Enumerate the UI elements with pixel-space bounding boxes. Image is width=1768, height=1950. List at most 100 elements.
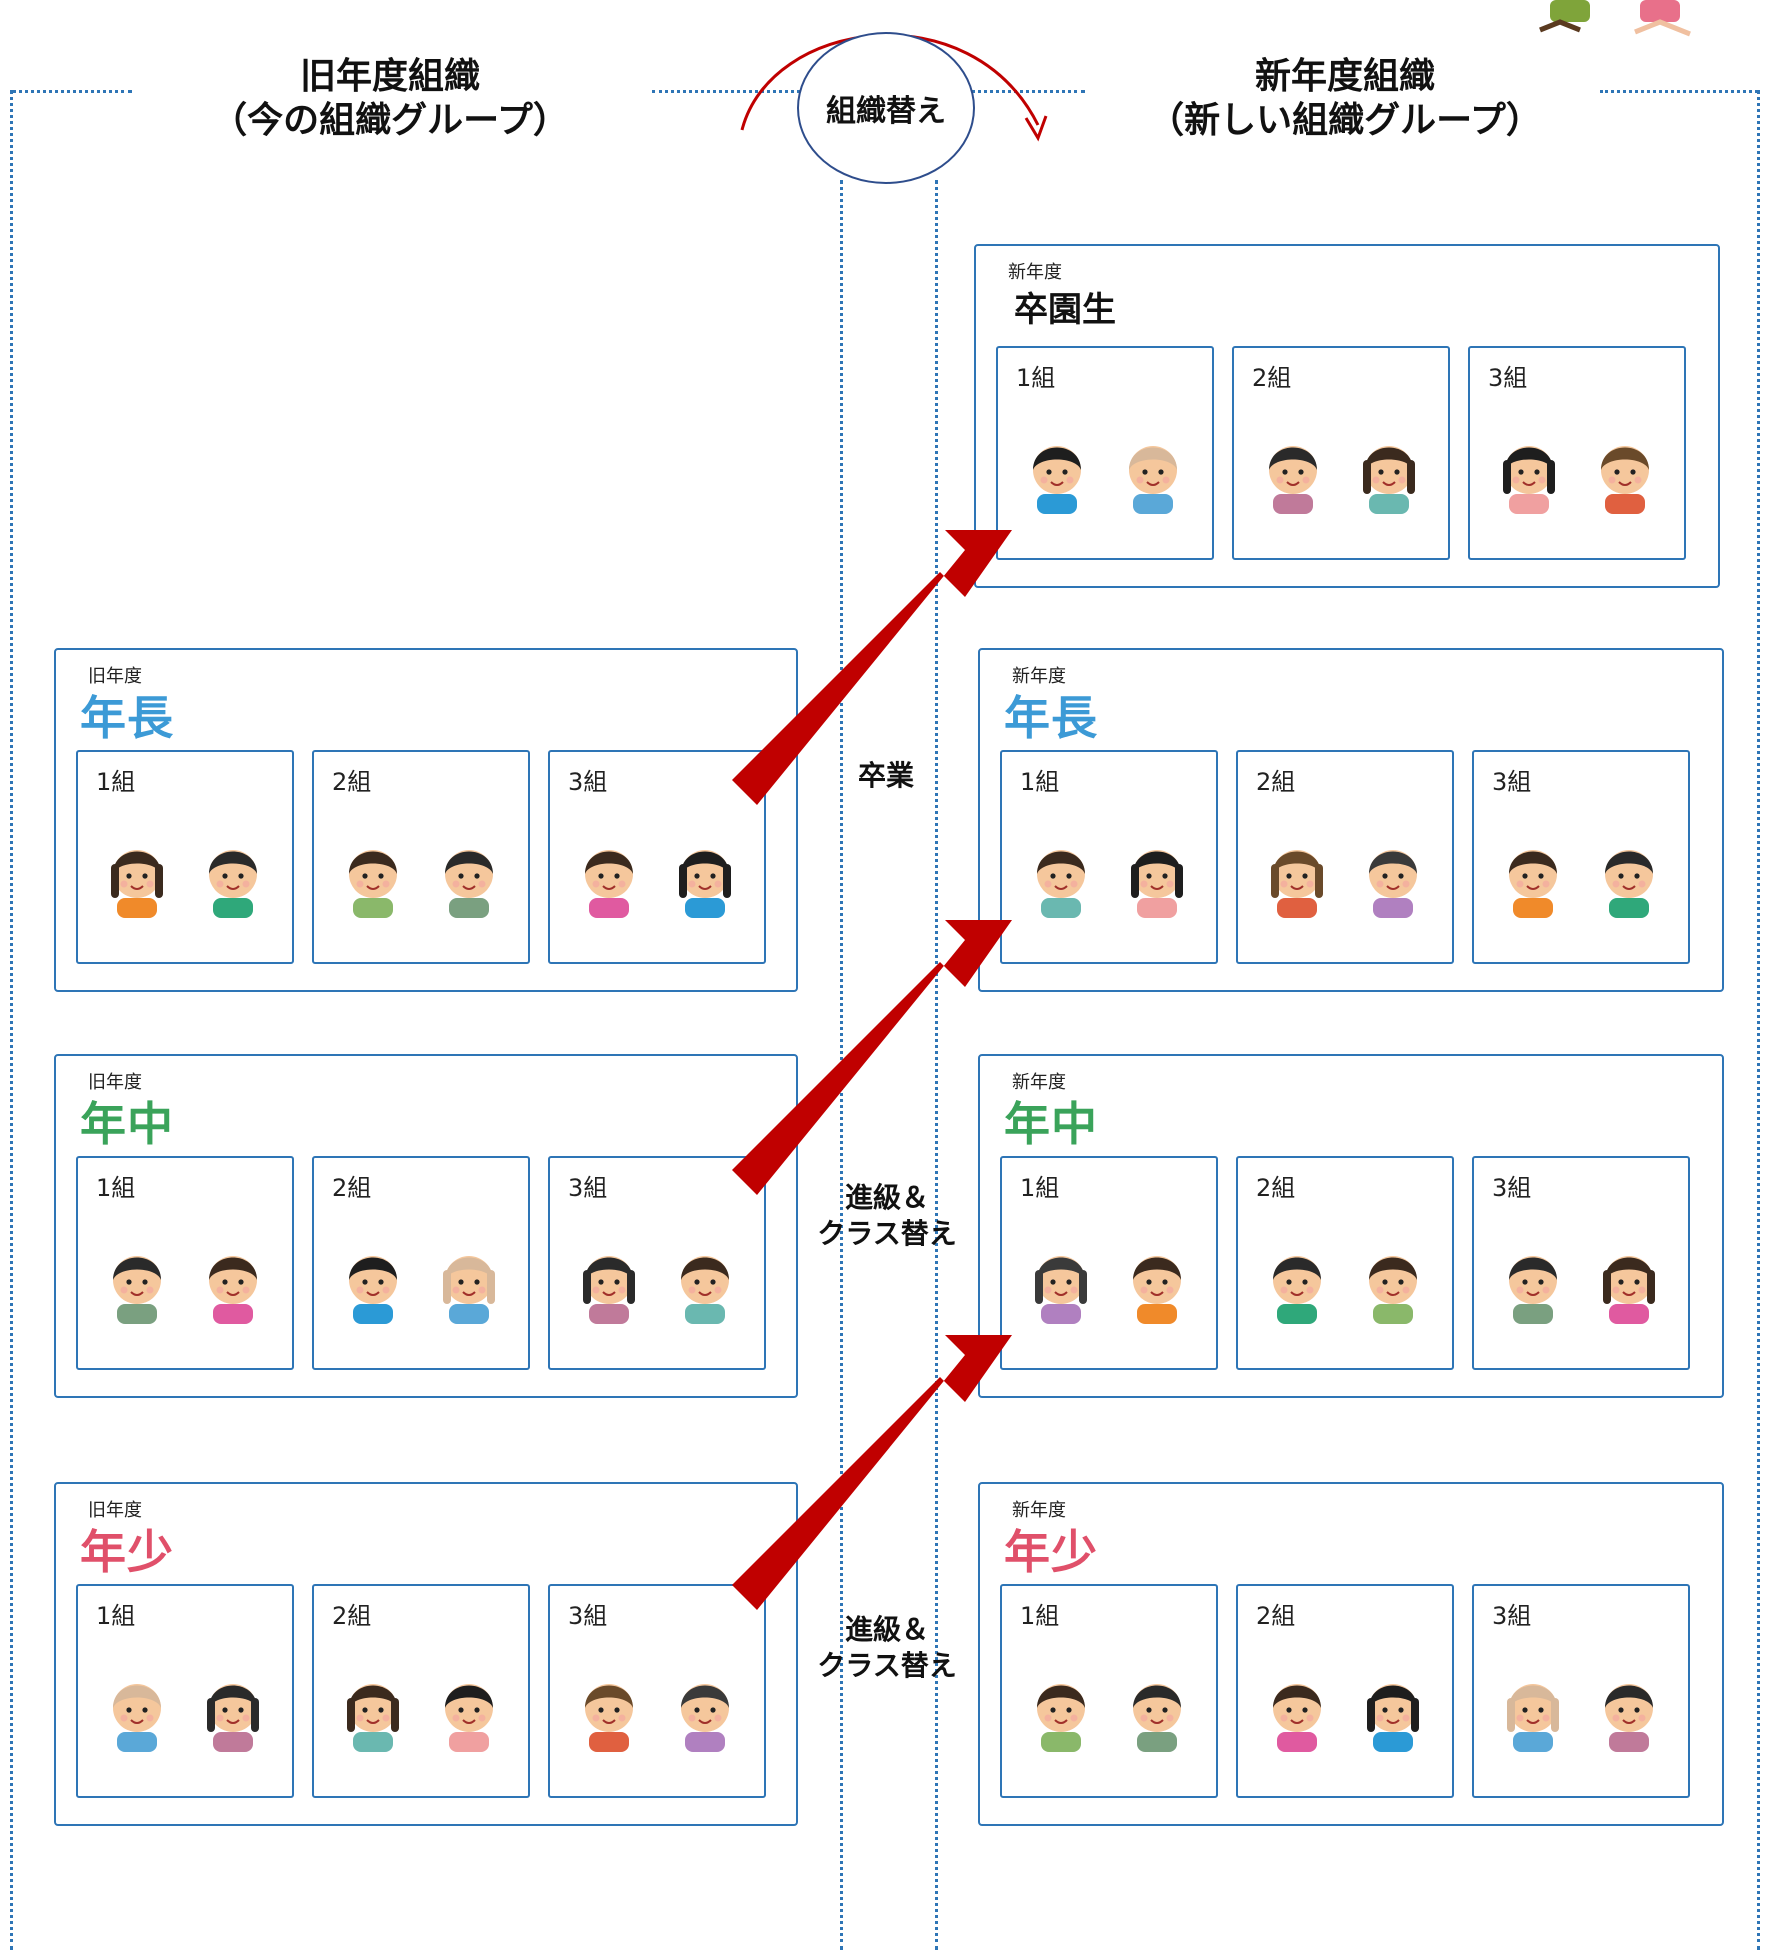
new-group-3-prefix: 新年度 — [1012, 1500, 1066, 1521]
new-group-3: 新年度年少 1組 2組 3組 — [978, 1482, 1724, 1826]
child-avatar — [340, 1664, 406, 1754]
old-group-1-class-2-label: 2組 — [332, 1174, 372, 1202]
child-avatar — [1120, 426, 1186, 516]
new-group-2-class-2-label: 2組 — [1256, 1174, 1296, 1202]
child-avatar — [436, 1236, 502, 1326]
child-avatar — [340, 830, 406, 920]
old-group-2-name: 年少 — [80, 1525, 174, 1579]
new-frame-top-right — [1600, 90, 1758, 93]
old-group-0-class-2: 2組 — [312, 750, 530, 964]
new-org-title-line2: （新しい組織グループ） — [1148, 100, 1542, 141]
promote-label-1: 進級＆ クラス替え — [792, 1180, 982, 1252]
child-avatar — [1496, 426, 1562, 516]
new-group-0-prefix: 新年度 — [1008, 262, 1062, 283]
child-avatar — [576, 1236, 642, 1326]
old-group-0-name: 年長 — [80, 691, 174, 745]
new-group-2-name: 年中 — [1004, 1097, 1098, 1151]
new-frame-top-left — [935, 90, 1085, 93]
reorg-badge: 組織替え — [797, 32, 975, 184]
new-group-0-class-1-label: 1組 — [1016, 364, 1056, 392]
old-group-2-class-1: 1組 — [76, 1584, 294, 1798]
old-group-0-class-1-label: 1組 — [96, 768, 136, 796]
new-org-title-line1: 新年度組織 — [1254, 56, 1435, 97]
child-avatar — [1264, 1664, 1330, 1754]
child-avatar — [200, 830, 266, 920]
child-avatar — [576, 1664, 642, 1754]
child-avatar — [1124, 1236, 1190, 1326]
child-avatar — [200, 1236, 266, 1326]
new-group-0-class-2-label: 2組 — [1252, 364, 1292, 392]
new-group-1-class-2-label: 2組 — [1256, 768, 1296, 796]
child-avatar — [1360, 1664, 1426, 1754]
new-org-title: 新年度組織 （新しい組織グループ） — [1100, 55, 1590, 143]
child-avatar — [1124, 830, 1190, 920]
old-group-2-class-2: 2組 — [312, 1584, 530, 1798]
child-avatar — [1592, 426, 1658, 516]
old-group-1-class-3: 3組 — [548, 1156, 766, 1370]
old-org-title-line2: （今の組織グループ） — [211, 100, 569, 141]
new-group-0-name: 卒園生 — [1014, 290, 1116, 330]
old-group-0-prefix: 旧年度 — [88, 666, 142, 687]
new-group-3-class-1: 1組 — [1000, 1584, 1218, 1798]
new-group-3-class-3: 3組 — [1472, 1584, 1690, 1798]
new-group-1-class-3: 3組 — [1472, 750, 1690, 964]
child-avatar — [1264, 830, 1330, 920]
old-frame-left — [10, 90, 13, 1950]
old-group-0: 旧年度年長 1組 2組 3組 — [54, 648, 798, 992]
child-avatar — [436, 1664, 502, 1754]
child-avatar — [1124, 1664, 1190, 1754]
old-group-2-class-3: 3組 — [548, 1584, 766, 1798]
child-avatar — [1260, 426, 1326, 516]
new-group-3-class-2-label: 2組 — [1256, 1602, 1296, 1630]
new-frame-right — [1757, 90, 1760, 1950]
old-group-0-class-3-label: 3組 — [568, 768, 608, 796]
old-group-1-class-1: 1組 — [76, 1156, 294, 1370]
new-group-1-name: 年長 — [1004, 691, 1098, 745]
new-group-0-class-3-label: 3組 — [1488, 364, 1528, 392]
child-avatar — [576, 830, 642, 920]
old-group-1-name: 年中 — [80, 1097, 174, 1151]
new-group-1-class-3-label: 3組 — [1492, 768, 1532, 796]
old-group-1-class-3-label: 3組 — [568, 1174, 608, 1202]
old-org-title-line1: 旧年度組織 — [299, 56, 480, 97]
new-group-0: 新年度卒園生 1組 2組 3組 — [974, 244, 1720, 588]
old-group-2-prefix: 旧年度 — [88, 1500, 142, 1521]
child-avatar — [1028, 830, 1094, 920]
child-avatar — [1596, 1236, 1662, 1326]
child-avatar — [200, 1664, 266, 1754]
child-avatar — [1596, 1664, 1662, 1754]
child-avatar — [1500, 1664, 1566, 1754]
child-avatar — [1360, 1236, 1426, 1326]
child-avatar — [672, 1236, 738, 1326]
new-group-0-class-3: 3組 — [1468, 346, 1686, 560]
old-group-0-class-2-label: 2組 — [332, 768, 372, 796]
promote-label-2: 進級＆ クラス替え — [792, 1612, 982, 1684]
child-avatar — [1264, 1236, 1330, 1326]
old-group-1-class-2: 2組 — [312, 1156, 530, 1370]
new-group-3-class-2: 2組 — [1236, 1584, 1454, 1798]
graduate-label: 卒業 — [857, 759, 914, 792]
new-group-3-name: 年少 — [1004, 1525, 1098, 1579]
new-group-2-class-1: 1組 — [1000, 1156, 1218, 1370]
new-group-3-class-1-label: 1組 — [1020, 1602, 1060, 1630]
new-frame-left — [935, 180, 938, 1950]
old-group-2-class-2-label: 2組 — [332, 1602, 372, 1630]
new-group-0-class-2: 2組 — [1232, 346, 1450, 560]
child-avatar — [1500, 830, 1566, 920]
new-group-1-class-1: 1組 — [1000, 750, 1218, 964]
new-group-2-prefix: 新年度 — [1012, 1072, 1066, 1093]
child-avatar — [436, 830, 502, 920]
new-group-2-class-3-label: 3組 — [1492, 1174, 1532, 1202]
new-group-1-class-1-label: 1組 — [1020, 768, 1060, 796]
child-avatar — [1028, 1236, 1094, 1326]
new-group-3-class-3-label: 3組 — [1492, 1602, 1532, 1630]
child-avatar — [104, 1664, 170, 1754]
old-frame-top-left — [12, 90, 132, 93]
promote-label-1-line1: 進級＆ — [844, 1181, 929, 1214]
old-frame-top-right — [652, 90, 842, 93]
new-group-2-class-2: 2組 — [1236, 1156, 1454, 1370]
